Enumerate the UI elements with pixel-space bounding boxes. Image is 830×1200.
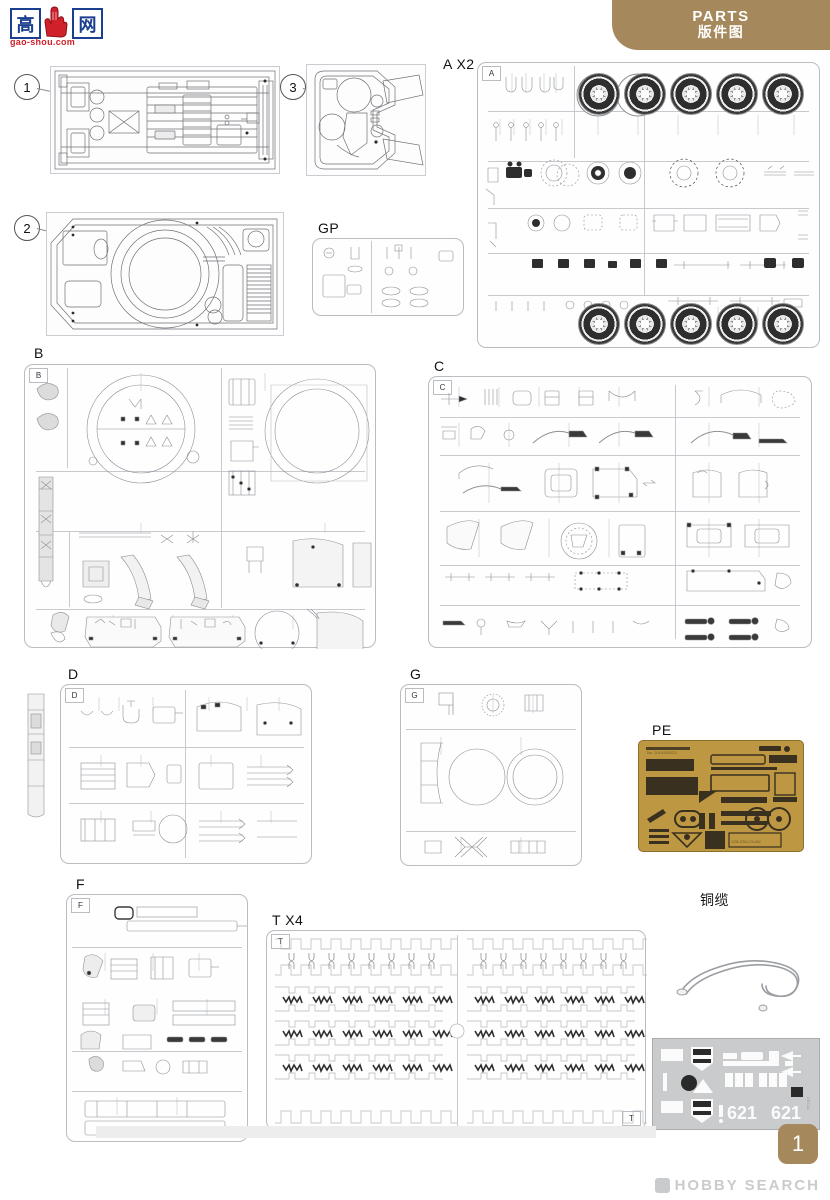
svg-text:621: 621 xyxy=(771,1103,801,1123)
assembly-step-marker-3: 3 xyxy=(280,74,306,100)
sprue-c-parts xyxy=(441,387,796,641)
sprue-frame-b: B xyxy=(24,364,376,649)
svg-text:1/35 ZSU-23-4M: 1/35 ZSU-23-4M xyxy=(731,839,761,844)
sprue-g-parts xyxy=(420,692,564,858)
sprue-f-parts xyxy=(80,906,247,1136)
sprue-frame-t: T T xyxy=(266,930,647,1130)
hobby-search-watermark: HOBBY SEARCH xyxy=(654,1177,820,1194)
logo-char-3: 网 xyxy=(72,8,103,39)
sprue-t-track-links xyxy=(275,938,647,1124)
sprue-d-parts xyxy=(80,697,302,844)
sprue-code-c: C xyxy=(433,380,452,395)
decal-sheet: 621 621 DECAL xyxy=(652,1038,820,1130)
copper-cable-drawing xyxy=(676,960,800,1012)
sprue-code-a: A xyxy=(482,66,501,81)
hobby-search-text: HOBBY SEARCH xyxy=(674,1177,820,1194)
logo-char-1: 高 xyxy=(10,8,41,39)
header-title-en: PARTS xyxy=(692,7,750,25)
pe-label: PE xyxy=(652,722,672,738)
parts-header-banner: PARTS 版件图 xyxy=(612,0,830,50)
sprue-label-gp: GP xyxy=(318,220,340,236)
header-title-cn: 版件图 xyxy=(697,24,745,41)
sprue-frame-a: A xyxy=(477,62,820,348)
sprue-b-parts xyxy=(36,373,372,649)
assembly-drawing-hull-deck xyxy=(46,212,284,336)
svg-text:DECAL: DECAL xyxy=(806,1097,811,1111)
watermark-bar xyxy=(96,1126,656,1138)
sprue-label-g: G xyxy=(410,666,422,682)
photo-etch-fret: No. 2014200123 1/35 ZSU-23-4M xyxy=(638,740,804,852)
sprue-code-f: F xyxy=(71,898,90,913)
assembly-step-marker-1: 1 xyxy=(14,74,40,100)
sprue-code-b: B xyxy=(29,368,48,383)
sprue-label-b: B xyxy=(34,345,44,361)
assembly-drawing-turret xyxy=(306,64,426,176)
sprue-label-d: D xyxy=(68,666,79,682)
page-number-box: 1 xyxy=(778,1124,818,1164)
sprue-frame-d: D xyxy=(60,684,312,864)
sprue-label-c: C xyxy=(434,358,445,374)
sprue-label-a: A X2 xyxy=(443,56,475,72)
svg-text:621: 621 xyxy=(727,1103,757,1123)
svg-text:No. 2014200123: No. 2014200123 xyxy=(647,750,677,755)
logo-hand-icon xyxy=(44,6,68,38)
assembly-drawing-hull-interior xyxy=(50,66,280,174)
copper-cable-label: 铜缆 xyxy=(700,893,729,909)
hobby-search-logo-icon xyxy=(654,1178,670,1193)
sprue-code-d: D xyxy=(65,688,84,703)
sprue-code-t: T xyxy=(271,934,290,949)
sprue-label-f: F xyxy=(76,876,86,892)
sprue-frame-f: F xyxy=(66,894,248,1142)
sprue-frame-g: G xyxy=(400,684,582,866)
logo-url: gao-shou.com xyxy=(10,37,76,47)
sprue-frame-c: C xyxy=(428,376,812,648)
sprue-d-side-part xyxy=(27,693,45,818)
gaoshou-logo: 高 网 gao-shou.com xyxy=(8,6,112,52)
sprue-frame-gp xyxy=(312,238,464,316)
sprue-gp-parts xyxy=(322,244,454,308)
sprue-code-g: G xyxy=(405,688,424,703)
sprue-label-t: T X4 xyxy=(272,912,304,928)
sprue-code-t-corner: T xyxy=(622,1111,641,1126)
assembly-step-marker-2: 2 xyxy=(14,215,40,241)
